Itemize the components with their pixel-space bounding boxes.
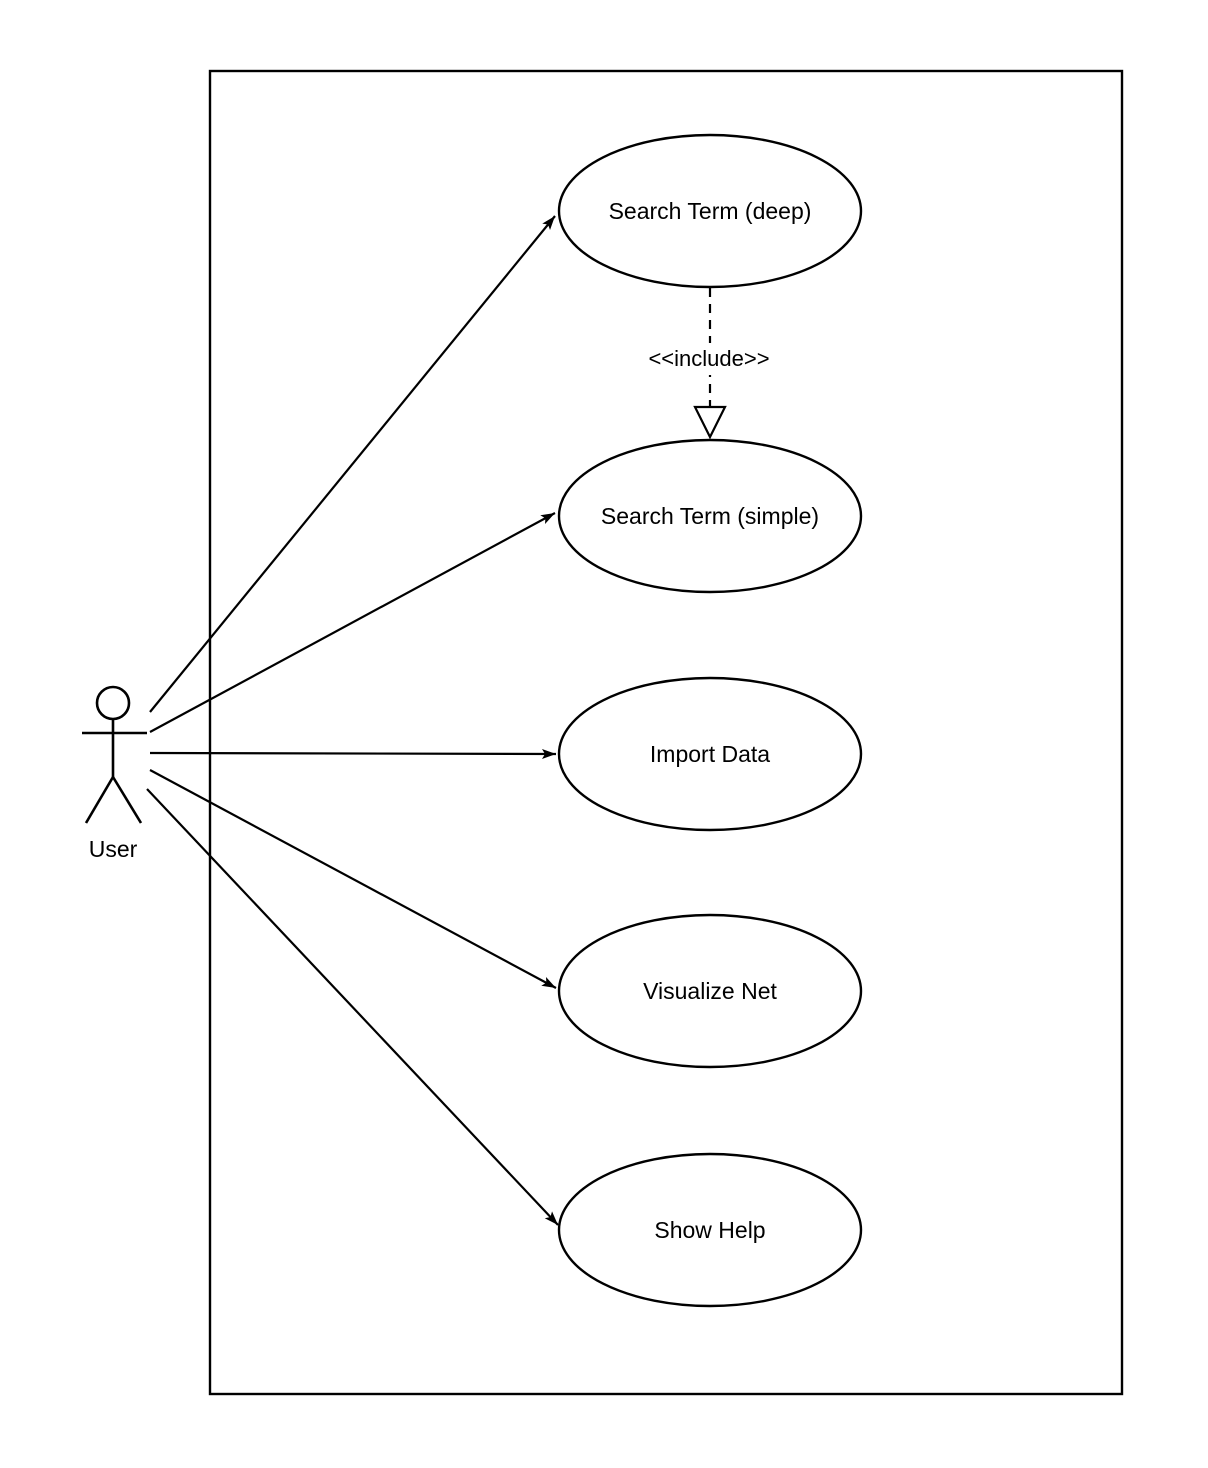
use-case-search-term-deep: Search Term (deep) (557, 133, 863, 289)
actor-label: User (89, 836, 138, 862)
associations (146, 215, 559, 1226)
use-case-visualize-net-label: Visualize Net (643, 978, 777, 1004)
include-relationship: <<include>> (639, 288, 779, 440)
use-case-visualize-net-ellipse (557, 913, 863, 1069)
include-label: <<include>> (648, 346, 769, 371)
use-case-import-data-label: Import Data (650, 741, 770, 767)
association-user-search-term-simple (149, 512, 556, 733)
use-case-visualize-net: Visualize Net (557, 913, 863, 1069)
use-case-show-help-ellipse (557, 1152, 863, 1308)
use-case-search-term-simple-ellipse (557, 438, 863, 594)
association-user-visualize-net (149, 769, 557, 989)
actor-right-leg (111, 776, 143, 824)
use-case-show-help: Show Help (557, 1152, 863, 1308)
use-case-search-term-simple-label: Search Term (simple) (601, 503, 819, 529)
actor-user: User (82, 685, 147, 862)
use-case-search-term-simple: Search Term (simple) (557, 438, 863, 594)
actor-left-leg (84, 776, 115, 824)
association-user-show-help (146, 788, 559, 1226)
actor-figure-icon (82, 685, 147, 824)
actor-head (95, 685, 131, 721)
use-case-import-data: Import Data (557, 676, 863, 832)
use-case-search-term-deep-ellipse (557, 133, 863, 289)
include-label-background (639, 343, 779, 375)
use-case-import-data-ellipse (557, 676, 863, 832)
association-user-import-data (149, 748, 557, 759)
use-case-search-term-deep-label: Search Term (deep) (609, 198, 812, 224)
include-arrowhead-icon (693, 405, 727, 440)
use-case-show-help-label: Show Help (654, 1217, 765, 1243)
association-user-search-term-deep (149, 215, 556, 713)
